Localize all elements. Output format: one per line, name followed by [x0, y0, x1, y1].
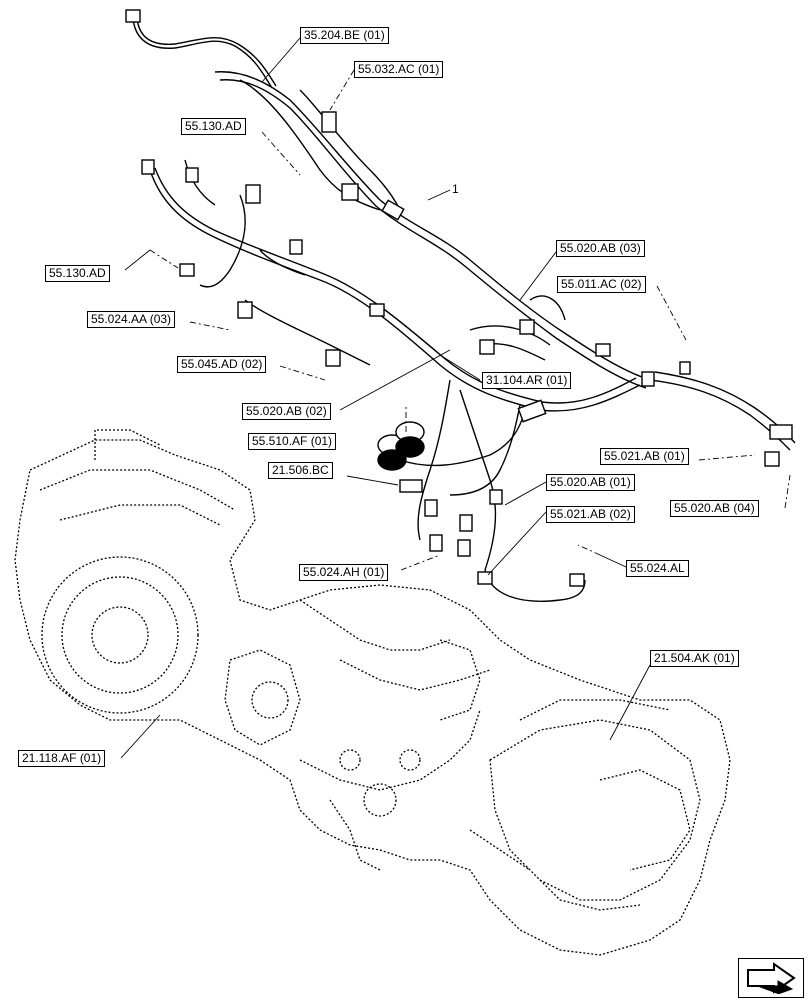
- callout-55-130-ad-left[interactable]: 55.130.AD: [45, 265, 110, 282]
- callout-55-020-ab-01[interactable]: 55.020.AB (01): [546, 474, 635, 491]
- callout-55-510-af-01[interactable]: 55.510.AF (01): [248, 433, 337, 450]
- callout-31-104-ar-01[interactable]: 31.104.AR (01): [482, 372, 572, 389]
- item-number-label: 1: [452, 182, 459, 196]
- callout-55-021-ab-02[interactable]: 55.021.AB (02): [546, 506, 635, 523]
- callout-55-020-ab-04[interactable]: 55.020.AB (04): [670, 500, 759, 517]
- transmission-housing: [14, 429, 731, 956]
- callout-55-024-al[interactable]: 55.024.AL: [626, 560, 689, 577]
- callout-55-020-ab-02[interactable]: 55.020.AB (02): [242, 403, 331, 420]
- arrow-glyph-icon: [747, 962, 796, 994]
- callout-55-032-ac-01[interactable]: 55.032.AC (01): [354, 61, 444, 78]
- callout-55-020-ab-03[interactable]: 55.020.AB (03): [556, 240, 645, 257]
- callout-21-504-ak-01[interactable]: 21.504.AK (01): [650, 650, 739, 667]
- callout-55-011-ac-02[interactable]: 55.011.AC (02): [557, 276, 646, 293]
- callout-21-506-bc[interactable]: 21.506.BC: [268, 462, 333, 479]
- leader-lines: [120, 37, 791, 759]
- callout-55-024-ah-01[interactable]: 55.024.AH (01): [299, 564, 389, 581]
- callout-55-024-aa-03[interactable]: 55.024.AA (03): [87, 311, 176, 328]
- wiring-harness: [125, 9, 796, 602]
- callout-21-118-af-01[interactable]: 21.118.AF (01): [18, 750, 106, 767]
- callout-55-021-ab-01[interactable]: 55.021.AB (01): [600, 448, 689, 465]
- callout-55-130-ad-top[interactable]: 55.130.AD: [181, 118, 246, 135]
- next-page-arrow-icon[interactable]: [738, 958, 804, 998]
- callout-35-204-be-01[interactable]: 35.204.BE (01): [300, 27, 389, 44]
- callout-55-045-ad-02[interactable]: 55.045.AD (02): [177, 356, 267, 373]
